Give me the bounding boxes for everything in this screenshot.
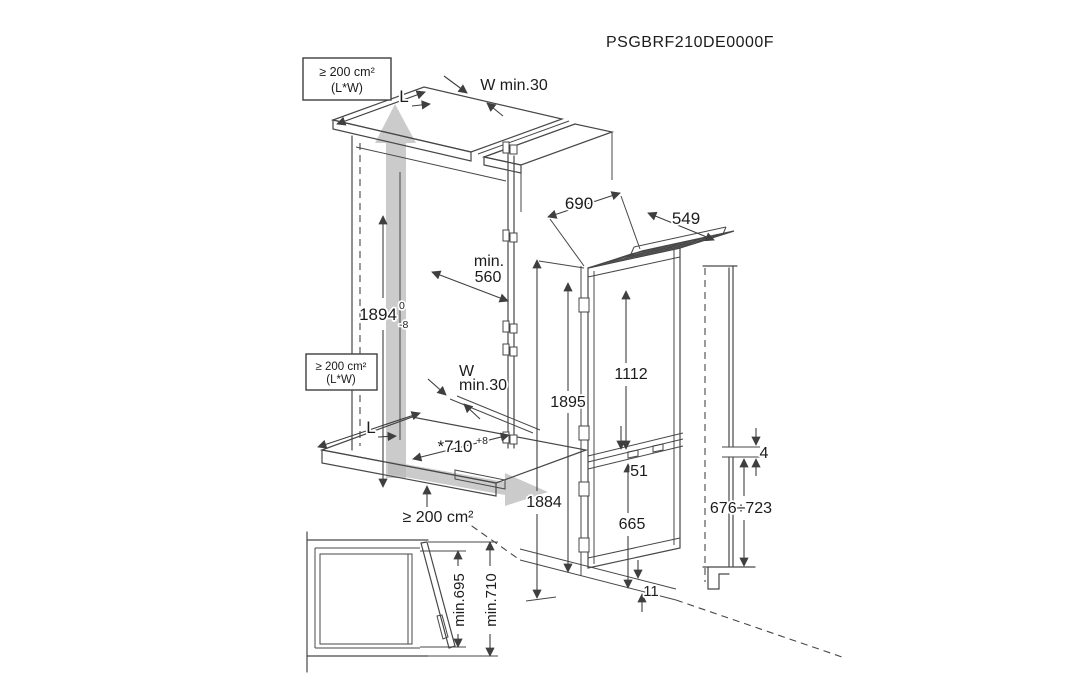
niche-height-label: 1894 bbox=[359, 305, 397, 324]
niche-depth-value-label: 560 bbox=[475, 269, 502, 286]
length-label-bottom: L bbox=[366, 418, 375, 437]
airflow-arrows bbox=[375, 104, 548, 506]
dimension-lines bbox=[317, 75, 761, 657]
mid-vent-area-label: ≥ 200 cm² bbox=[315, 361, 366, 373]
top-vent-area-label: ≥ 200 cm² bbox=[319, 65, 375, 79]
dim-690-label: 690 bbox=[565, 194, 593, 213]
dim-1884-label: 1884 bbox=[526, 494, 562, 511]
vent-requirement-box-top bbox=[302, 57, 392, 101]
dim-min695-label: min.695 bbox=[451, 573, 468, 626]
open-door bbox=[420, 541, 456, 649]
cabinet-hinge-markers bbox=[502, 141, 518, 445]
wall-gap-label-top: W min.30 bbox=[480, 77, 548, 94]
airflow-up-arrow bbox=[375, 104, 416, 478]
dim-4-label: 4 bbox=[760, 445, 769, 462]
top-ventilation-grille bbox=[600, 226, 727, 265]
airflow-floor-arrow bbox=[388, 461, 548, 506]
niche-height-tolerance-minus: -8 bbox=[399, 319, 408, 331]
dim-min710-label: min.710 bbox=[483, 573, 500, 626]
compartment-divider bbox=[587, 432, 684, 470]
niche-height-tolerance-plus: 0 bbox=[399, 300, 405, 312]
dim-676-723-label: 676÷723 bbox=[710, 500, 772, 517]
top-vent-formula-label: (L*W) bbox=[331, 81, 363, 95]
door-hinge-markers bbox=[578, 297, 590, 553]
niche-width-tolerance: +8 bbox=[476, 435, 488, 447]
dim-11-label: 11 bbox=[643, 583, 659, 600]
model-number: PSGBRF210DE0000F bbox=[606, 34, 774, 51]
niche-depth-min-label: min. bbox=[474, 253, 504, 270]
niche-top-view bbox=[306, 531, 498, 673]
appliance-front-view bbox=[451, 226, 843, 658]
dim-549-label: 549 bbox=[672, 209, 700, 228]
length-label-top: L bbox=[399, 87, 408, 106]
dim-1895-label: 1895 bbox=[550, 394, 586, 411]
dim-51-label: 51 bbox=[630, 463, 648, 480]
niche-width-label: *710 bbox=[438, 437, 473, 456]
door-panel-side-view bbox=[702, 265, 760, 590]
dim-665-label: 665 bbox=[619, 516, 646, 533]
wall-gap-side-w-label: W bbox=[459, 363, 475, 380]
bottom-vent-area-label: ≥ 200 cm² bbox=[402, 509, 474, 526]
door-handle bbox=[436, 614, 449, 640]
dim-1112-label: 1112 bbox=[614, 366, 647, 383]
niche-3d-view bbox=[319, 86, 615, 497]
wall-gap-side-min-label: min.30 bbox=[459, 377, 507, 394]
vent-requirement-box-mid bbox=[305, 353, 378, 391]
mid-vent-formula-label: (L*W) bbox=[326, 374, 356, 386]
